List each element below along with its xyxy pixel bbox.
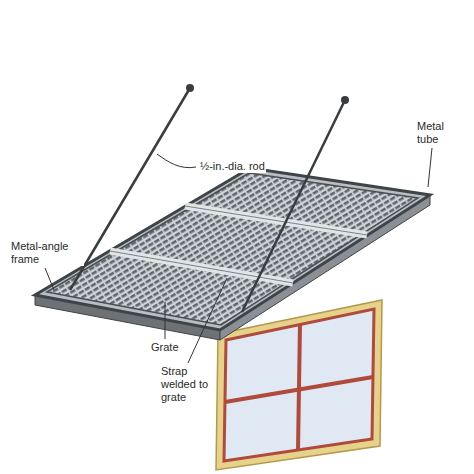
- rod: [242, 100, 345, 312]
- rod: [70, 88, 190, 290]
- strap: [110, 251, 293, 283]
- part-label: ½-in.-dia. rod: [199, 160, 266, 173]
- leader-lines: [45, 148, 432, 363]
- part-label: Metal-angle frame: [10, 240, 84, 266]
- part-label: Strap welded to grate: [160, 365, 214, 404]
- part-label: Grate: [150, 341, 180, 354]
- part-label: Metal tube: [416, 120, 458, 146]
- strap: [185, 206, 367, 235]
